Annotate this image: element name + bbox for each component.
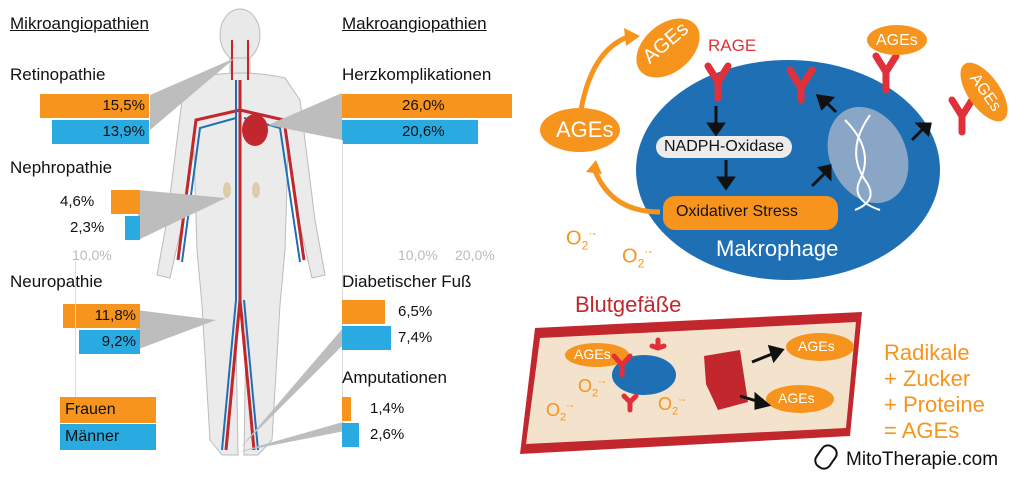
nephropathie-frauen-value: 4,6% <box>60 193 95 210</box>
fuss-frauen-bar <box>342 300 385 324</box>
fuss-maenner-bar <box>342 326 391 350</box>
micro-tick: 10,0% <box>72 247 112 263</box>
amput-maenner-value: 2,6% <box>370 426 405 443</box>
nephropathie-maenner-value: 2,3% <box>70 219 105 236</box>
vessel-o2-1: O2·- <box>578 376 606 400</box>
makrophage-label: Makrophage <box>716 236 839 261</box>
fuss-maenner-value: 7,4% <box>398 329 433 346</box>
ages-label-left: AGEs <box>556 117 614 142</box>
human-body-figure <box>156 8 326 456</box>
vessel-ages-3: AGEs <box>778 390 815 406</box>
retinopathie-frauen-bar: 15,5% <box>40 94 149 118</box>
ages-label-right: AGEs <box>876 32 918 49</box>
vessel-ages-1: AGEs <box>574 346 611 362</box>
heart-shape <box>242 114 268 146</box>
blood-vessel <box>520 312 862 454</box>
nadph-oxidase-label: NADPH-Oxidase <box>656 136 793 158</box>
o2-radical-2: O2·- <box>622 244 653 271</box>
fuss-label: Diabetischer Fuß <box>342 272 472 291</box>
vessel-o2-3: O2·- <box>658 394 686 418</box>
oxidative-stress-label: Oxidativer Stress <box>676 203 798 220</box>
nephropathie-maenner-bar <box>125 216 140 240</box>
formula: Radikale + Zucker + Proteine = AGEs <box>884 340 985 443</box>
o2-radical-1: O2·- <box>566 226 597 253</box>
mitotherapie-logo-icon <box>814 444 838 470</box>
nephropathie-frauen-bar <box>111 190 140 214</box>
macro-title: Makroangiopathien <box>342 14 487 33</box>
blutgefaesse-title: Blutgefäße <box>575 292 682 317</box>
herz-maenner-bar: 20,6% <box>342 120 478 144</box>
herz-label: Herzkomplikationen <box>342 65 492 84</box>
macro-tick-20: 20,0% <box>455 247 495 263</box>
legend-maenner: Männer <box>60 424 156 450</box>
vessel-o2-2: O2·- <box>546 400 574 424</box>
amput-frauen-value: 1,4% <box>370 400 405 417</box>
neuropathie-label: Neuropathie <box>10 272 103 291</box>
amput-maenner-bar <box>342 423 359 447</box>
rage-receptors <box>704 52 976 136</box>
retinopathie-maenner-bar: 13,9% <box>52 120 149 144</box>
vessel-ages-2: AGEs <box>798 338 835 354</box>
micro-title: Mikroangiopathien <box>10 14 149 33</box>
retinopathie-label: Retinopathie <box>10 65 106 84</box>
herz-frauen-bar: 26,0% <box>342 94 512 118</box>
macro-tick-10: 10,0% <box>398 247 438 263</box>
oxidative-stress-blob <box>663 196 838 230</box>
fuss-frauen-value: 6,5% <box>398 303 433 320</box>
legend-frauen: Frauen <box>60 397 156 423</box>
rage-label: RAGE <box>708 36 757 55</box>
amput-frauen-bar <box>342 397 351 421</box>
brand-label[interactable]: MitoTherapie.com <box>846 449 999 470</box>
nephropathie-label: Nephropathie <box>10 158 113 177</box>
neuropathie-maenner-bar: 9,2% <box>79 330 140 354</box>
amput-label: Amputationen <box>342 368 447 387</box>
